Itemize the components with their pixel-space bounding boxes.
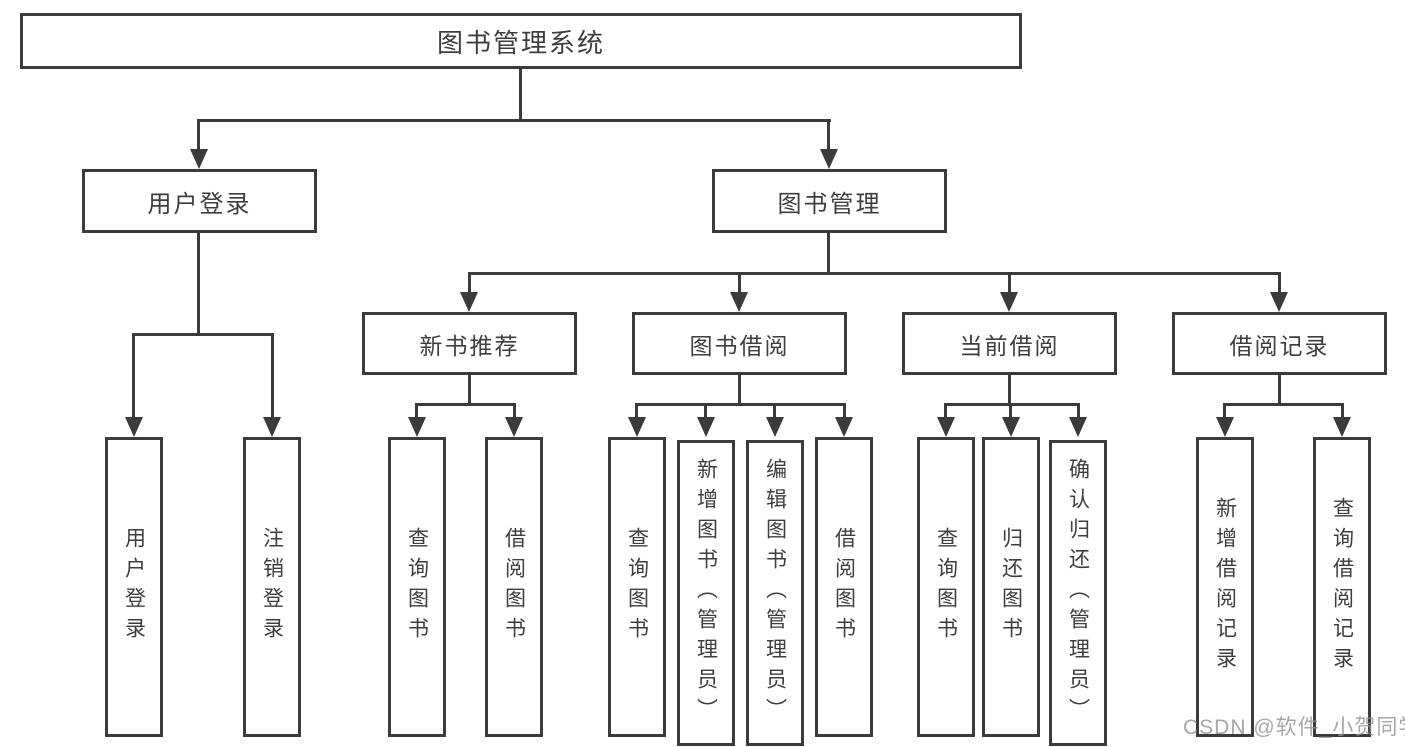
connector-line: [704, 403, 707, 420]
arrow-down-icon: [1216, 417, 1234, 437]
connector-line: [827, 231, 830, 275]
leaf-add-borrow-record: 新增借阅记录: [1196, 437, 1254, 737]
arrow-down-icon: [835, 417, 853, 437]
connector-line: [1008, 373, 1011, 406]
arrow-down-icon: [1000, 292, 1018, 312]
node-borrow-records-label: 借阅记录: [1229, 332, 1330, 359]
connector-line: [1278, 373, 1281, 406]
node-book-mgmt-label: 图书管理: [777, 190, 882, 218]
connector-line: [468, 272, 471, 296]
leaf-query-borrow-record: 查询借阅记录: [1313, 437, 1371, 737]
leaf-borrow-book-2-label: 借阅图书: [832, 527, 856, 647]
connector-line: [738, 373, 741, 406]
arrow-down-icon: [1002, 417, 1020, 437]
node-current-borrow-label: 当前借阅: [959, 332, 1060, 359]
connector-line: [1008, 272, 1011, 296]
connector-line: [197, 119, 200, 152]
leaf-query-book-1: 查询图书: [388, 437, 446, 737]
arrow-down-icon: [460, 292, 478, 312]
connector-line: [468, 373, 471, 406]
node-new-book-rec: 新书推荐: [362, 312, 577, 375]
node-root: 图书管理系统: [20, 13, 1022, 69]
connector-line: [415, 403, 418, 420]
leaf-return-book: 归还图书: [982, 437, 1040, 737]
arrow-down-icon: [1069, 417, 1087, 437]
connector-line: [827, 119, 830, 152]
leaf-logout-label: 注销登录: [260, 527, 284, 647]
node-borrow-records: 借阅记录: [1172, 312, 1387, 375]
leaf-confirm-return-admin-label: 确认归还（管理员）: [1066, 458, 1090, 728]
leaf-borrow-book-1: 借阅图书: [485, 437, 543, 737]
leaf-return-book-label: 归还图书: [999, 527, 1023, 647]
connector-line: [197, 119, 831, 122]
leaf-user-login: 用户登录: [105, 437, 163, 737]
leaf-query-book-3: 查询图书: [917, 437, 975, 737]
arrow-down-icon: [408, 417, 426, 437]
arrow-down-icon: [190, 149, 208, 169]
connector-line: [415, 403, 516, 406]
connector-line: [773, 403, 776, 420]
leaf-logout: 注销登录: [243, 437, 301, 737]
leaf-query-book-2: 查询图书: [608, 437, 666, 737]
leaf-query-book-2-label: 查询图书: [625, 527, 649, 647]
watermark: CSDN @软件_小贺同学: [1183, 716, 1405, 739]
arrow-down-icon: [766, 417, 784, 437]
leaf-user-login-label: 用户登录: [122, 527, 146, 647]
node-root-label: 图书管理系统: [436, 27, 605, 58]
leaf-confirm-return-admin: 确认归还（管理员）: [1049, 440, 1107, 746]
node-book-borrow-label: 图书借阅: [689, 332, 790, 359]
node-book-mgmt: 图书管理: [712, 169, 947, 233]
connector-line: [1009, 403, 1012, 420]
connector-line: [132, 333, 274, 336]
connector-line: [513, 403, 516, 420]
connector-line: [843, 403, 846, 420]
connector-line: [519, 66, 522, 122]
leaf-add-book-admin-label: 新增图书（管理员）: [694, 458, 718, 728]
node-user-login: 用户登录: [82, 169, 317, 233]
connector-line: [1223, 403, 1226, 420]
connector-line: [1223, 403, 1344, 406]
arrow-down-icon: [937, 417, 955, 437]
arrow-down-icon: [697, 417, 715, 437]
arrow-down-icon: [820, 149, 838, 169]
leaf-borrow-book-1-label: 借阅图书: [502, 527, 526, 647]
arrow-down-icon: [628, 417, 646, 437]
leaf-query-book-3-label: 查询图书: [934, 527, 958, 647]
node-user-login-label: 用户登录: [147, 190, 252, 218]
arrow-down-icon: [263, 417, 281, 437]
connector-line: [132, 333, 135, 421]
connector-line: [271, 333, 274, 421]
leaf-query-borrow-record-label: 查询借阅记录: [1330, 497, 1354, 677]
leaf-query-book-1-label: 查询图书: [405, 527, 429, 647]
arrow-down-icon: [505, 417, 523, 437]
connector-line: [468, 272, 1281, 275]
connector-line: [1278, 272, 1281, 296]
arrow-down-icon: [1333, 417, 1351, 437]
leaf-edit-book-admin-label: 编辑图书（管理员）: [763, 458, 787, 728]
leaf-add-book-admin: 新增图书（管理员）: [677, 440, 735, 746]
arrow-down-icon: [730, 292, 748, 312]
connector-line: [635, 403, 638, 420]
node-book-borrow: 图书借阅: [632, 312, 847, 375]
leaf-borrow-book-2: 借阅图书: [815, 437, 873, 737]
connector-line: [738, 272, 741, 296]
connector-line: [1341, 403, 1344, 420]
arrow-down-icon: [1270, 292, 1288, 312]
leaf-edit-book-admin: 编辑图书（管理员）: [746, 440, 804, 746]
node-new-book-rec-label: 新书推荐: [419, 332, 520, 359]
leaf-add-borrow-record-label: 新增借阅记录: [1213, 497, 1237, 677]
arrow-down-icon: [125, 417, 143, 437]
connector-line: [197, 231, 200, 335]
connector-line: [944, 403, 1080, 406]
connector-line: [944, 403, 947, 420]
connector-line: [1077, 403, 1080, 420]
connector-line: [635, 403, 846, 406]
node-current-borrow: 当前借阅: [902, 312, 1117, 375]
